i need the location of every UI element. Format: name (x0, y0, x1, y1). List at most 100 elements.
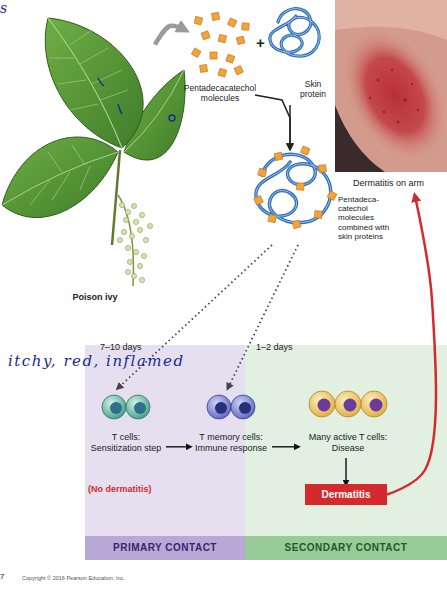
copyright-note: Copyright © 2016 Pearson Education, Inc. (22, 575, 125, 582)
art-shape (131, 273, 136, 278)
connector-arrow (289, 105, 291, 148)
art-shape (125, 209, 130, 214)
art-shape (369, 69, 420, 124)
pentadecacatechol-cubes (194, 16, 203, 25)
art-shape (129, 233, 134, 238)
art-shape (117, 202, 152, 282)
pentadecacatechol-cubes (234, 66, 243, 75)
pentadecacatechol-cubes (218, 68, 227, 77)
art-shape (274, 152, 282, 160)
protein-illustration: Skin protein (268, 5, 336, 105)
art-shape (376, 78, 379, 81)
art-shape (314, 211, 322, 219)
art-shape (137, 227, 142, 232)
poison-ivy-plant (2, 18, 185, 286)
art-shape (403, 98, 407, 102)
art-shape (137, 263, 142, 268)
node-label: Dermatitis (305, 484, 387, 505)
plant-illustration: Poison ivy (5, 5, 155, 310)
pentadecacatechol-cubes (242, 23, 250, 31)
pentadecacatechol-cubes (210, 52, 217, 59)
art-shape (139, 277, 144, 282)
art-shape (254, 196, 263, 205)
node-label: Many active T cells: Disease (298, 432, 398, 454)
combined-complex (254, 146, 337, 229)
poison-ivy-plant (45, 18, 143, 148)
art-shape (121, 229, 126, 234)
pentadecacatechol-cubes (191, 48, 201, 58)
skin-protein-strand (270, 9, 319, 56)
art-shape (268, 214, 276, 222)
art-shape (319, 165, 327, 173)
node-label: T memory cells: Immune response (190, 432, 272, 454)
connector-arrow (155, 26, 185, 45)
dermatitis-photo (335, 105, 385, 172)
node-label: Pentadecacatechol molecules (180, 83, 260, 103)
complex-illustration: Pentadeca- catechol molecules combined w… (250, 148, 400, 245)
connector-arrow (255, 95, 290, 148)
skin-protein-strand (270, 9, 319, 56)
poison-ivy-plant (124, 70, 185, 160)
band-title: SECONDARY CONTACT (245, 536, 447, 560)
dermatitis-box: Dermatitis (305, 484, 387, 505)
band-title: PRIMARY CONTACT (85, 536, 245, 560)
handwritten-marks (98, 78, 104, 86)
duration-label: 1–2 days (256, 342, 293, 352)
poison-ivy-plant (2, 152, 118, 205)
dermatitis-photo (321, 10, 447, 180)
pentadecacatechol-cubes (200, 64, 208, 72)
handwritten-marks (98, 78, 175, 121)
node-label: Poison ivy (55, 292, 135, 303)
skin-protein-strand (270, 9, 319, 56)
pentadecacatechol-cubes (228, 18, 237, 27)
node-label: Skin protein (294, 79, 332, 99)
dermatitis-photo: Dermatitis on arm (330, 0, 447, 196)
combined-complex (256, 154, 331, 222)
art-shape (123, 217, 128, 222)
outcome-note: (No dermatitis) (88, 484, 152, 495)
art-shape (383, 111, 386, 114)
pentadecacatechol-cubes (212, 12, 220, 20)
art-shape (131, 203, 136, 208)
art-shape (117, 237, 122, 242)
art-shape (133, 219, 138, 224)
art-shape (254, 146, 337, 229)
molecule-illustration: Pentadecacatechol molecules (185, 10, 255, 110)
node-label: Dermatitis on arm (330, 178, 447, 189)
art-shape (133, 249, 138, 254)
poison-ivy-plant (118, 195, 133, 286)
pentadecacatechol-cubes (218, 34, 226, 42)
poison-ivy-plant (124, 70, 184, 152)
art-shape (147, 223, 152, 228)
art-shape (397, 121, 400, 124)
art-shape (327, 191, 337, 201)
art-shape (258, 168, 267, 177)
poison-ivy-plant (112, 150, 120, 245)
memory-cell-group: T memory cells: Immune response (190, 388, 272, 458)
pentadecacatechol-cubes (201, 31, 210, 40)
pentadecacatechol-cubes (191, 12, 249, 77)
handwritten-mark: s (0, 0, 7, 17)
art-shape (292, 220, 301, 229)
combined-complex (256, 154, 331, 222)
art-shape (141, 253, 146, 258)
handwritten-marks (169, 115, 175, 121)
secondary-band: SECONDARY CONTACT Many active T cells: Di… (245, 345, 447, 560)
art-shape (369, 97, 371, 99)
pentadecacatechol-cubes (236, 36, 245, 45)
art-shape (297, 183, 305, 191)
art-shape (411, 83, 413, 85)
handwritten-marks (118, 104, 122, 114)
art-shape (125, 269, 130, 274)
t-cell-group: T cells: Sensitization step (86, 388, 166, 458)
art-shape (125, 245, 130, 250)
dermatitis-photo (321, 0, 447, 180)
poison-ivy-plant (30, 145, 90, 205)
art-shape (127, 259, 132, 264)
node-label: T cells: Sensitization step (86, 432, 166, 454)
art-shape (417, 109, 420, 112)
art-shape (301, 146, 310, 155)
handwritten-note: itchy, red, inflamed (8, 352, 185, 370)
poison-ivy-plant (50, 30, 128, 110)
